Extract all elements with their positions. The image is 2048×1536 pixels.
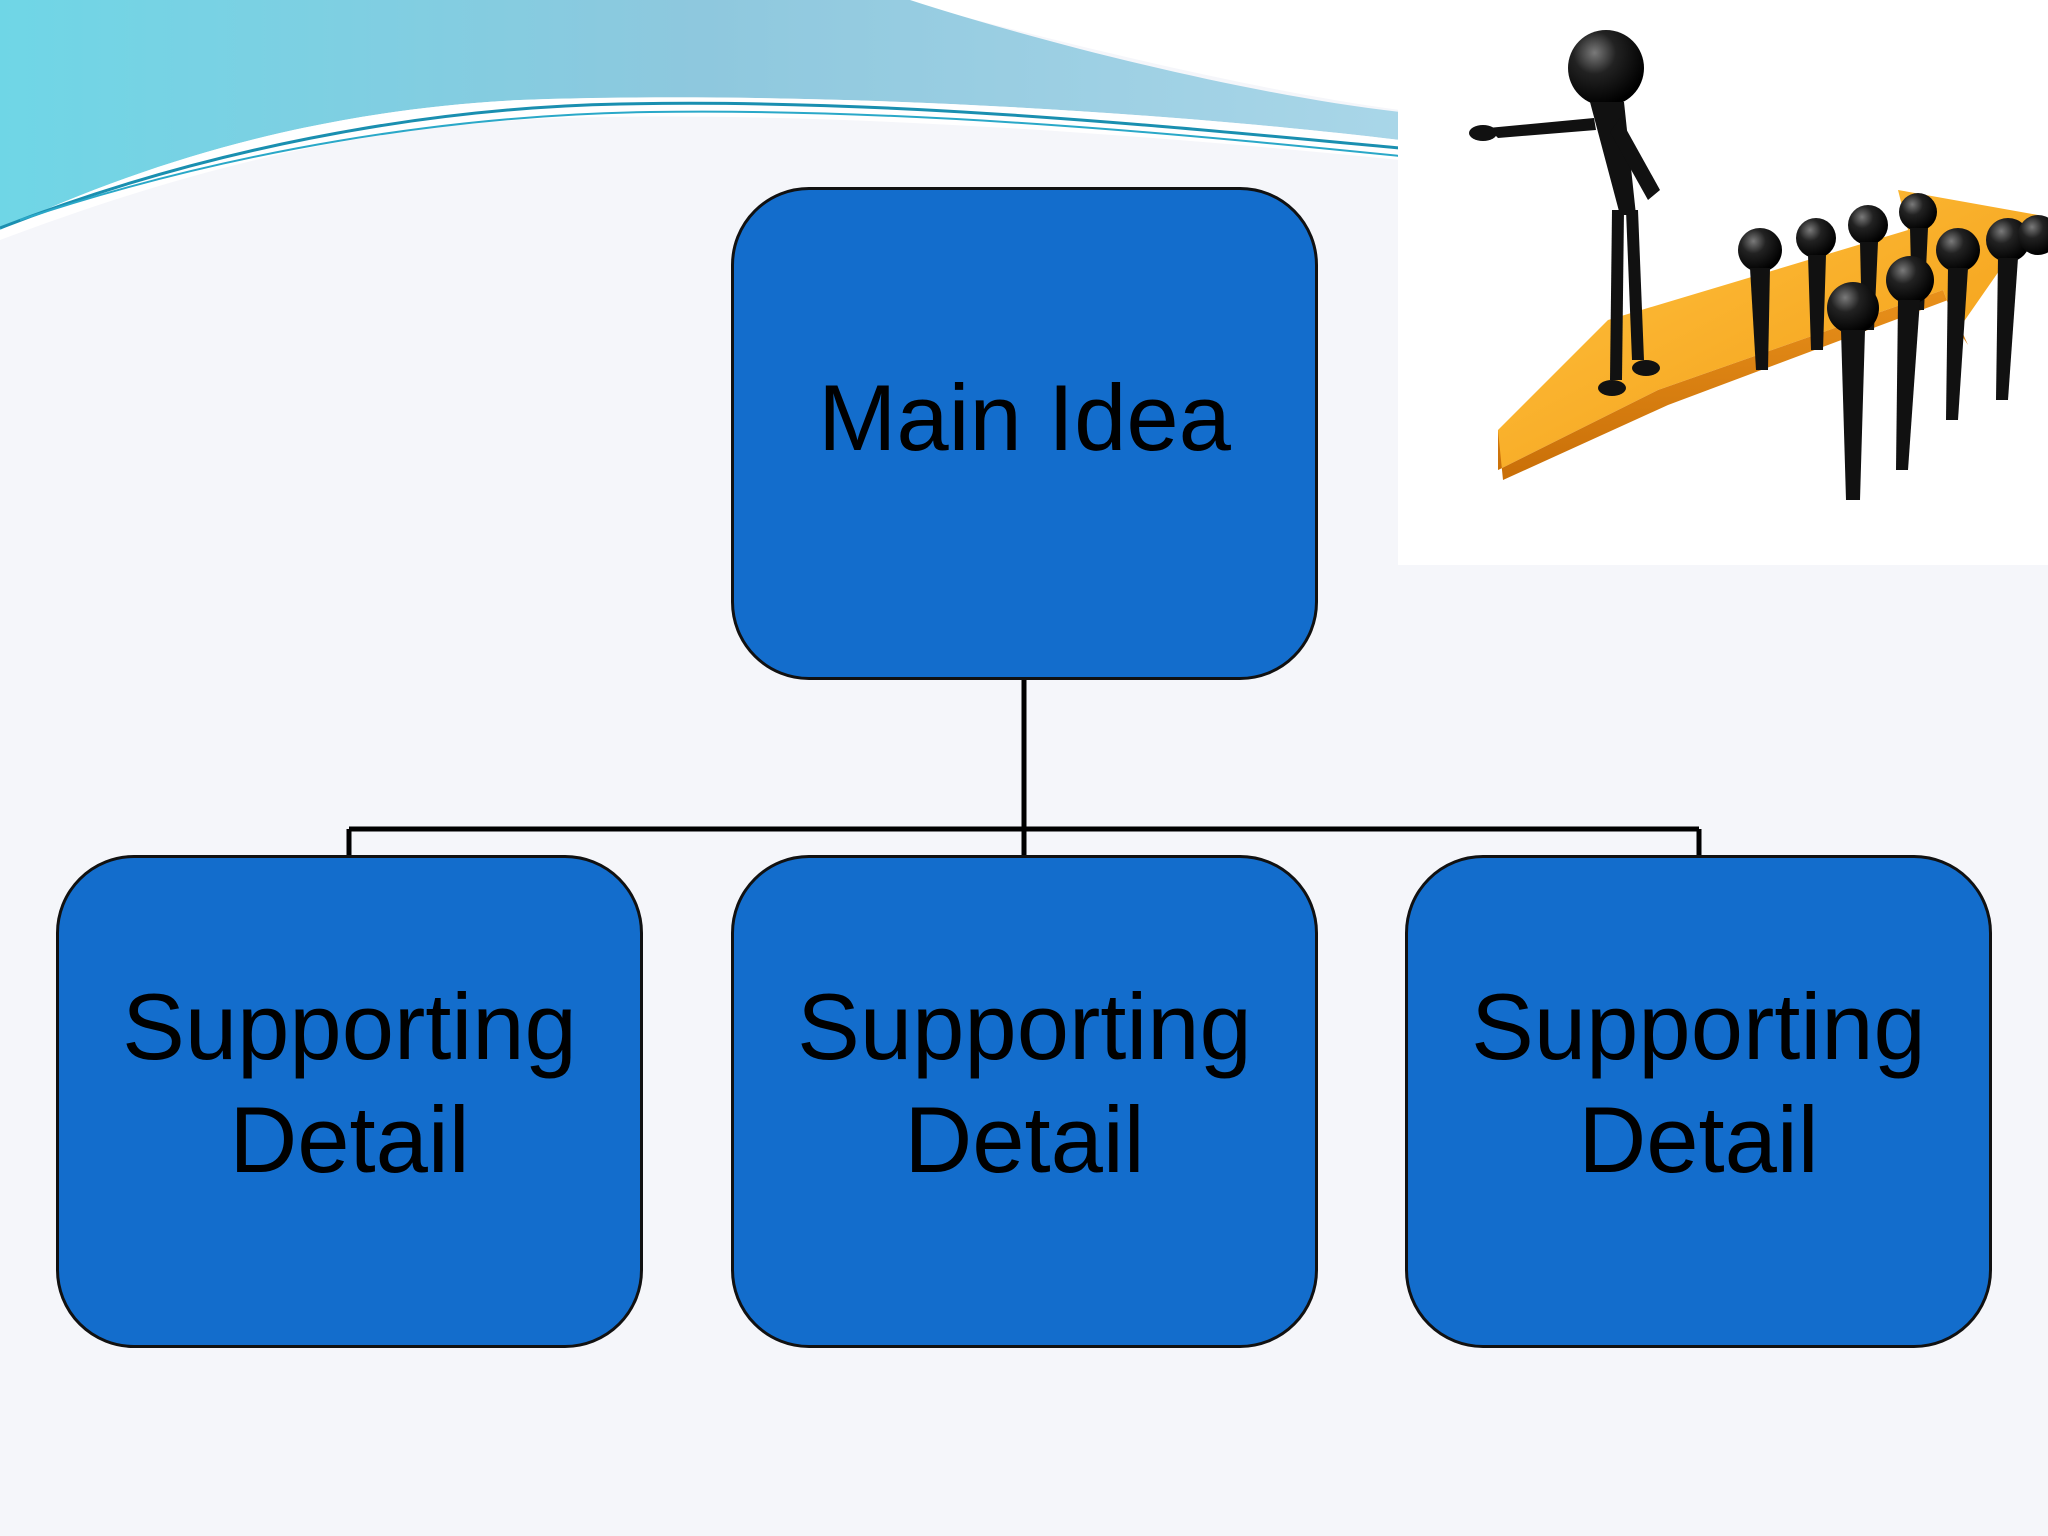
- supporting-detail-box-3: Supporting Detail: [1405, 855, 1992, 1348]
- main-idea-box: Main Idea: [731, 187, 1318, 680]
- supporting-detail-label-3: Supporting Detail: [1471, 974, 1926, 1192]
- supporting-detail-box-2: Supporting Detail: [731, 855, 1318, 1348]
- main-idea-label: Main Idea: [818, 365, 1231, 471]
- supporting-detail-label-2: Supporting Detail: [797, 974, 1252, 1192]
- leader-figure-arrow-icon: [1398, 0, 2048, 565]
- header-wave-decoration: [0, 0, 1401, 240]
- supporting-detail-box-1: Supporting Detail: [56, 855, 643, 1348]
- supporting-detail-label-1: Supporting Detail: [122, 974, 577, 1192]
